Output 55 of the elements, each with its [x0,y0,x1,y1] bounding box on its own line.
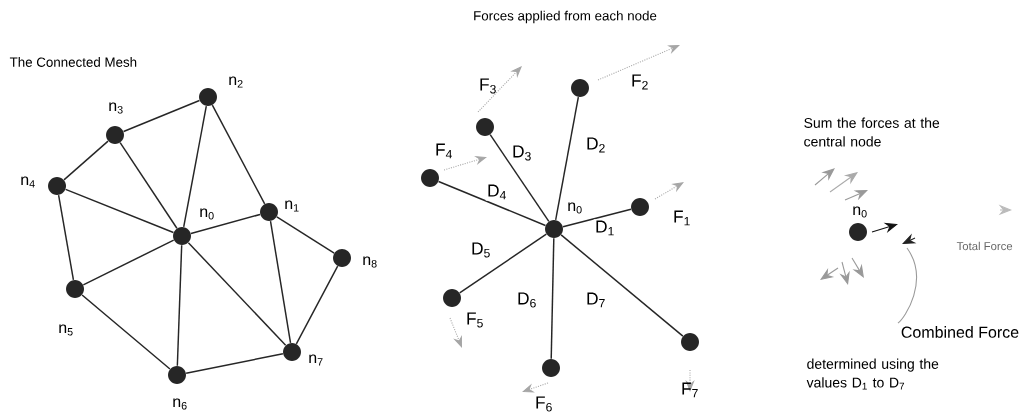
node-label: F$_{1}$ [674,210,690,226]
connector-line [64,188,175,234]
node-label: n$_{5}$ [59,324,73,336]
connector-line [176,244,183,367]
leader-line [897,247,917,324]
connector-line [122,99,201,133]
connector-line [187,242,287,346]
connector-line [57,194,75,281]
node-label: n$_{0}$ [200,208,214,220]
connector-line [554,96,580,221]
edge-label: D$_{5}$ [469,241,493,259]
edge-label: D$_{3}$ [510,144,534,162]
connector-line [211,104,266,205]
connector-line [560,234,684,337]
caption-text: Total Force [956,241,1013,251]
node-label: n$_{0}$ [853,206,867,218]
caption-text: determined using the values D$_{1}$ to D$_{7}$ [806,358,939,390]
node-label: n$_{3}$ [109,102,123,114]
node-label: F$_{2}$ [632,74,648,90]
edge-label: D$_{7}$ [584,291,608,309]
caption-text: The Connected Mesh [9,57,137,67]
connector-line [550,237,555,360]
connector-line [183,105,208,228]
connector-line [489,133,550,223]
node-label: n$_{0}$ [568,202,582,214]
connector-line [82,239,175,286]
node-label: F$_{6}$ [536,396,552,412]
node-label: F$_{7}$ [682,382,698,398]
node-label: F$_{5}$ [467,312,483,328]
connector-line [81,294,171,370]
node-label: n$_{6}$ [173,398,187,410]
edge-label: D$_{6}$ [515,291,539,309]
heading: Forces applied from each node [474,10,657,24]
edge-label: D$_{2}$ [584,136,608,154]
connector-line [562,208,632,228]
node-label: n$_{4}$ [21,176,35,188]
edge-label: D$_{1}$ [593,219,617,237]
node-label: n$_{7}$ [309,354,323,366]
connector-line [458,233,548,294]
connector-line [276,216,335,254]
node-label: n$_{1}$ [285,200,299,212]
connector-line [119,142,178,229]
connector-line [63,140,109,181]
caption-text: Sum the forces at the central node [804,117,940,147]
connector-line [437,180,547,227]
callout-text: Combined Force [901,326,1019,338]
connector-line [295,265,339,345]
connector-line [190,213,261,235]
node-label: F$_{4}$ [436,143,452,159]
node-label: F$_{3}$ [480,78,496,94]
node-label: n$_{8}$ [363,256,377,268]
connector-line [185,353,284,374]
connector-line [269,220,292,344]
edge-label: D$_{4}$ [485,183,509,201]
node-label: n$_{2}$ [229,76,243,88]
